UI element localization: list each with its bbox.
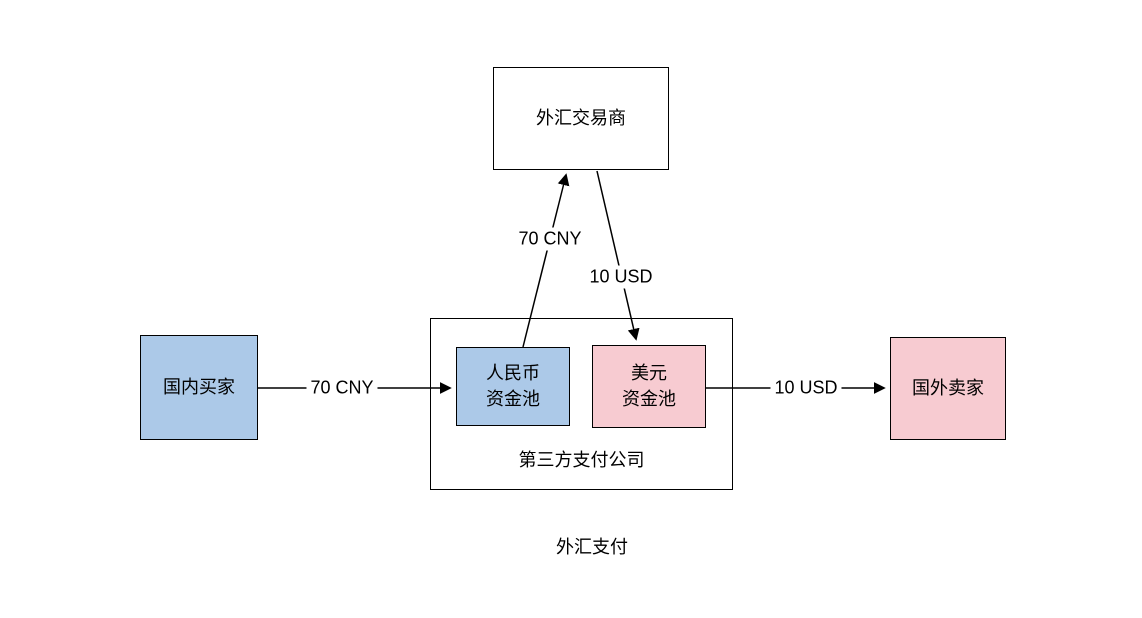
edge-label-buyer-to-rmb: 70 CNY xyxy=(306,376,378,400)
domestic-buyer-label: 国内买家 xyxy=(163,376,235,397)
edge-label-usd-to-seller: 10 USD xyxy=(770,376,842,400)
edge-label-rmb-to-trader: 70 CNY xyxy=(514,227,586,251)
usd-pool-node: 美元 资金池 xyxy=(592,345,706,428)
fx-trader-node: 外汇交易商 xyxy=(493,67,669,170)
usd-pool-label: 美元 资金池 xyxy=(622,363,676,409)
payment-company-label: 第三方支付公司 xyxy=(518,449,645,470)
domestic-buyer-node: 国内买家 xyxy=(140,335,258,440)
rmb-pool-label: 人民币 资金池 xyxy=(486,363,540,409)
edge-label-trader-to-usd: 10 USD xyxy=(585,265,657,289)
foreign-seller-label: 国外卖家 xyxy=(912,377,984,398)
fx-trader-label: 外汇交易商 xyxy=(536,107,626,128)
foreign-seller-node: 国外卖家 xyxy=(890,337,1006,440)
rmb-pool-node: 人民币 资金池 xyxy=(456,347,570,426)
arrow-trader-to-usd xyxy=(596,170,640,341)
diagram-title: 外汇支付 xyxy=(556,537,628,557)
